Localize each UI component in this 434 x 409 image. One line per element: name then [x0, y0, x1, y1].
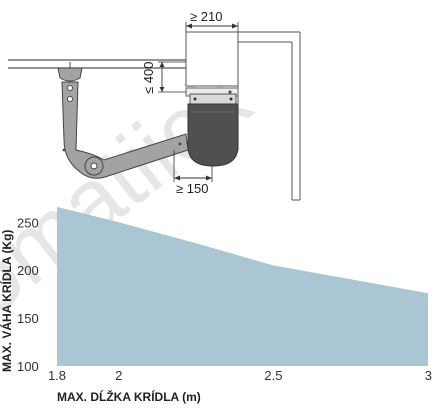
x-tick-labels: 1.8 2 2.5 3 — [48, 368, 432, 383]
mechanism-drawing: ≥ 210 ≤ 400 — [8, 9, 301, 201]
x-tick-label: 1.8 — [48, 368, 66, 383]
dimension-bottom-width-label: ≥ 150 — [176, 181, 208, 196]
y-tick-labels: 250 200 150 100 — [17, 215, 39, 374]
y-tick-label: 200 — [17, 263, 39, 278]
dimension-vertical-label: ≤ 400 — [141, 62, 156, 94]
dimension-bottom-width — [173, 150, 213, 182]
x-tick-label: 2.5 — [264, 368, 282, 383]
area-series — [57, 206, 428, 366]
x-axis-title: MAX. DĹŽKA KRÍDLA (m) — [57, 389, 201, 404]
y-tick-label: 150 — [17, 311, 39, 326]
x-tick-label: 3 — [425, 368, 432, 383]
x-tick-label: 2 — [115, 368, 122, 383]
dimension-top-width-label: ≥ 210 — [190, 9, 222, 24]
y-tick-label: 250 — [17, 215, 39, 230]
dimension-top-width — [185, 22, 239, 32]
y-axis-title: MAX. VÁHA KRÍDLA (Kg) — [0, 230, 14, 372]
opener-body — [187, 93, 239, 167]
articulated-arm — [61, 81, 189, 179]
weight-length-chart: 250 200 150 100 1.8 2 2.5 3 MAX. VÁHA KRÍDLA (… — [0, 206, 432, 404]
y-tick-label: 100 — [17, 359, 39, 374]
gate-bracket — [57, 62, 83, 82]
dimension-vertical — [158, 61, 186, 93]
pillar-outline — [185, 31, 301, 201]
